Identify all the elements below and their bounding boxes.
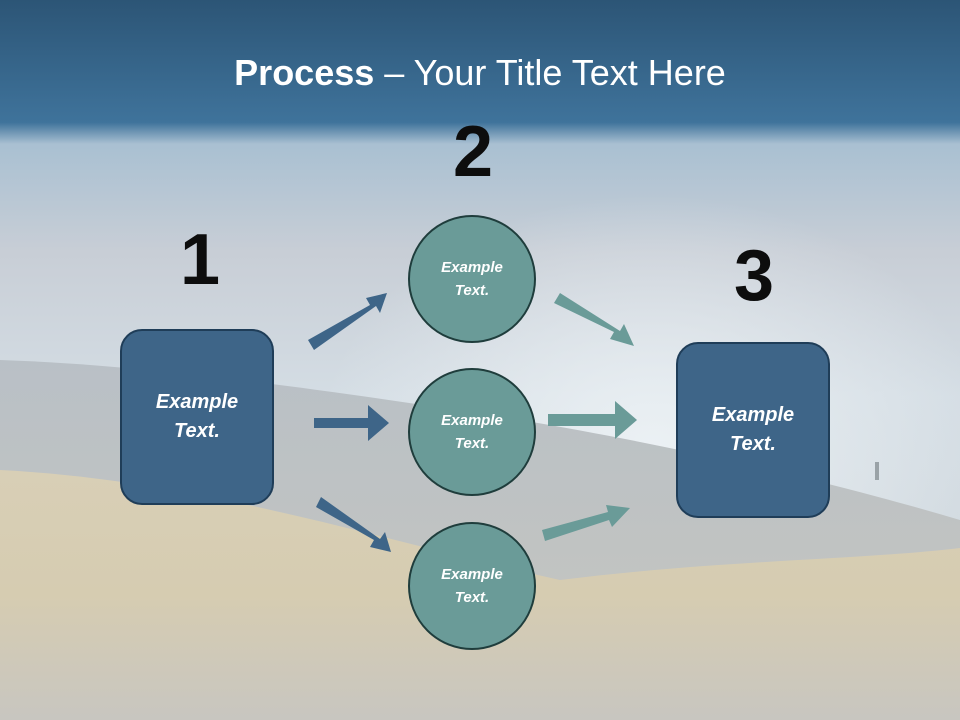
arrow-top-to-right (554, 293, 634, 346)
arrow-bottom-to-right (542, 505, 630, 541)
arrow-left-to-bottom (316, 497, 391, 552)
process-box-start: Example Text. (120, 329, 274, 505)
process-box-start-label: Example Text. (155, 391, 239, 442)
slide-title: Process – Your Title Text Here (0, 52, 960, 94)
process-circle-middle-label: Example Text. (441, 412, 503, 452)
title-bold: Process (234, 52, 375, 93)
process-circle-top-label: Example Text. (441, 259, 503, 299)
process-box-end: Example Text. (676, 342, 830, 518)
process-circle-top: Example Text. (408, 215, 536, 343)
step-number-3: 3 (733, 236, 775, 316)
arrow-middle-to-right (548, 401, 637, 439)
process-circle-bottom-label: Example Text. (441, 566, 503, 606)
title-rest: – Your Title Text Here (374, 52, 726, 93)
step-number-2: 2 (452, 112, 494, 192)
process-circle-bottom: Example Text. (408, 522, 536, 650)
process-box-end-label: Example Text. (711, 404, 795, 455)
arrow-left-to-middle (314, 405, 389, 441)
arrow-left-to-top (308, 293, 387, 350)
process-circle-middle: Example Text. (408, 368, 536, 496)
step-number-1: 1 (179, 220, 221, 300)
